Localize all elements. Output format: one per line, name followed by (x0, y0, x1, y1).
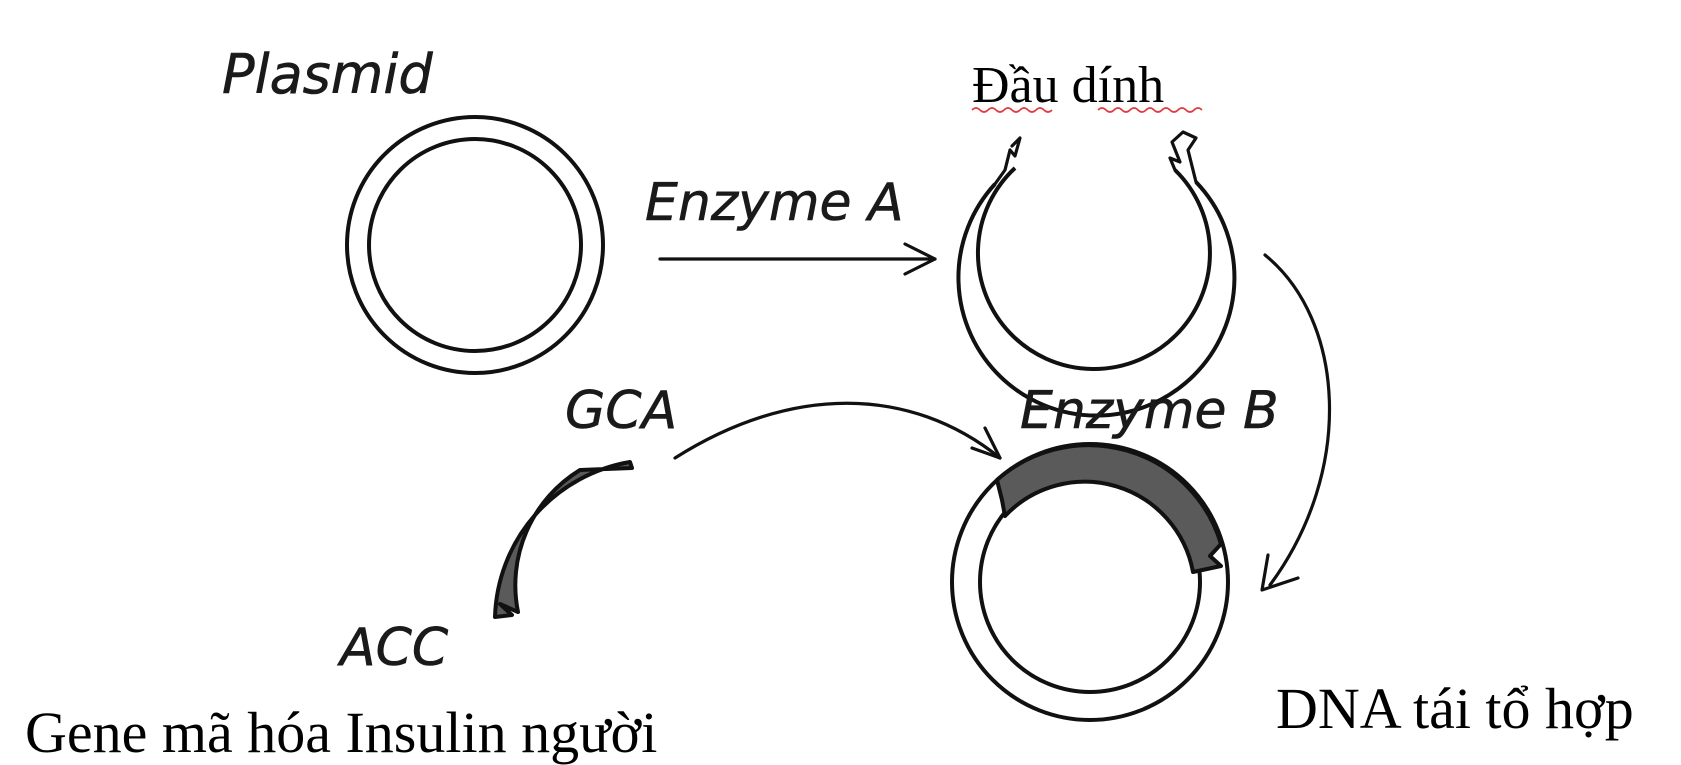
gca-label: GCA (565, 381, 677, 441)
acc-label: ACC (337, 618, 449, 678)
recombinant-dna-ring (950, 442, 1230, 722)
recombinant-dna-label: DNA tái tổ hợp (1276, 676, 1634, 741)
plasmid-label: Plasmid (222, 43, 433, 106)
cut-plasmid (956, 130, 1237, 418)
cut-to-recombinant-arrow (1260, 253, 1331, 592)
enzyme-b-label: Enzyme B (1020, 381, 1279, 441)
sticky-ends-label: Đầu dính (972, 57, 1164, 114)
enzyme-a-label: Enzyme A (645, 173, 904, 233)
plasmid-ring (345, 115, 605, 375)
spellcheck-underline-2 (1097, 107, 1203, 113)
gene-to-recombinant-arrow (673, 401, 1002, 460)
sticky-ends-label-group: Đầu dính (971, 57, 1203, 114)
insulin-gene-fragment (493, 460, 634, 619)
spellcheck-underline-1 (971, 107, 1053, 113)
enzyme-a-arrow (658, 242, 937, 276)
gene-label: Gene mã hóa Insulin người (25, 700, 657, 765)
